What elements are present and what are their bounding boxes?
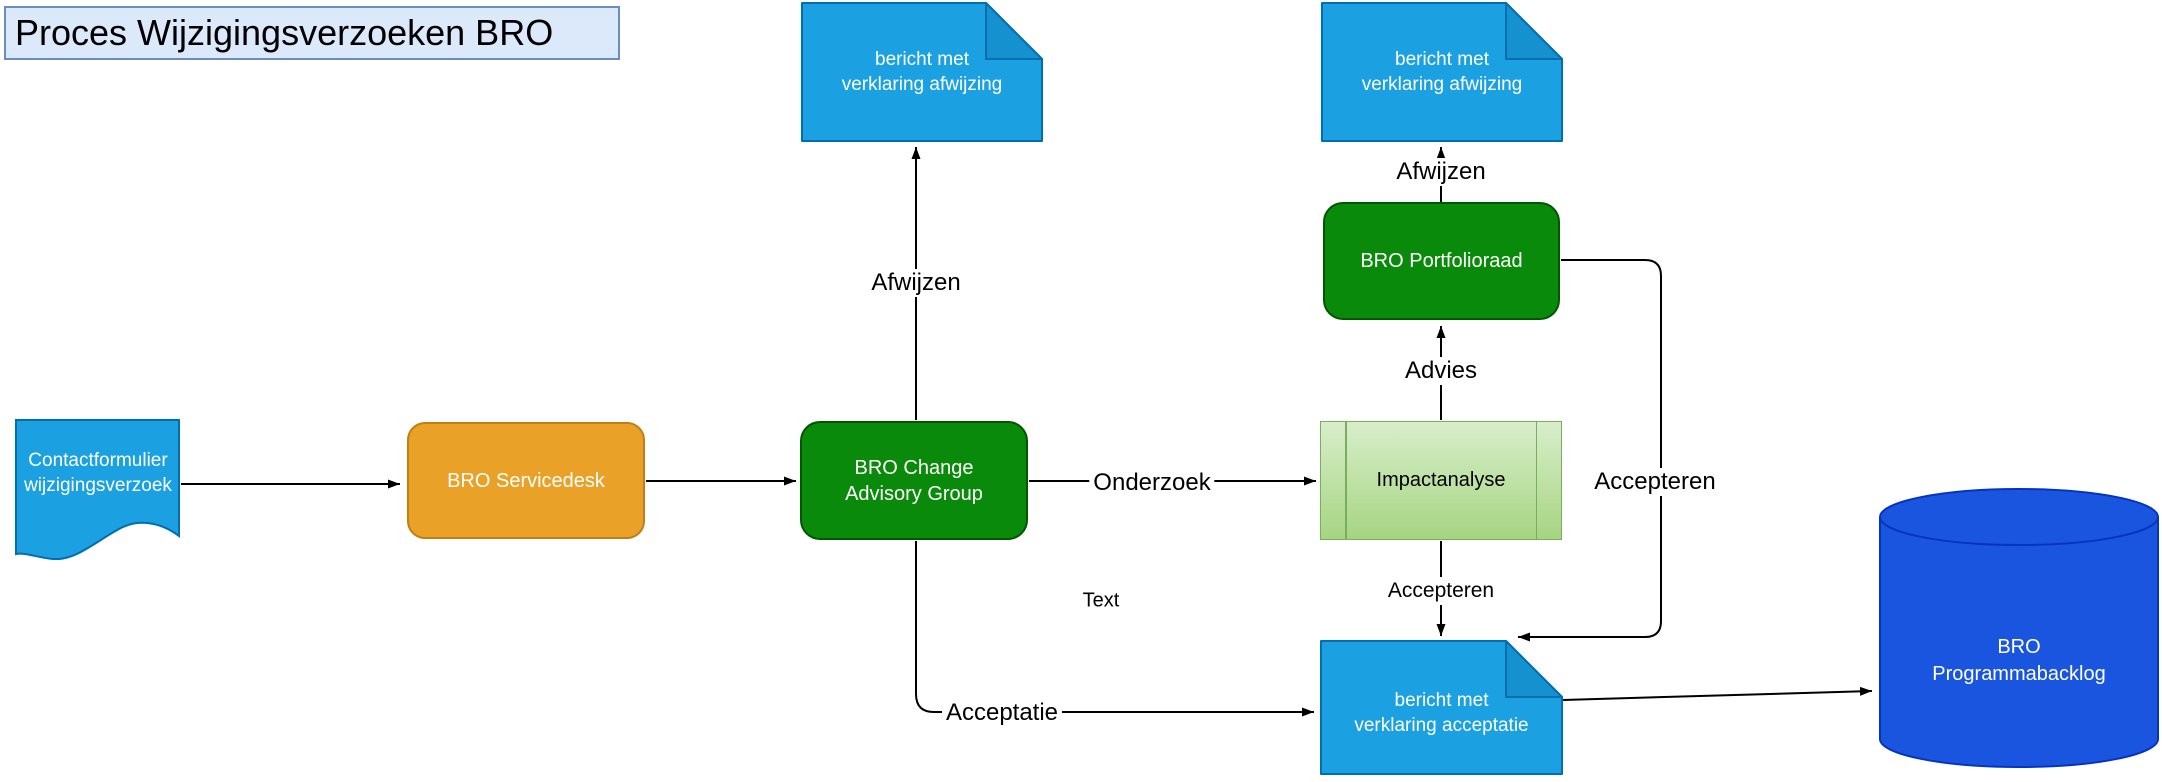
edge-label-accepteren-right: Accepteren bbox=[1590, 468, 1720, 496]
subprocess-bar-right bbox=[1535, 422, 1537, 539]
node-label: wijzigingsverzoek bbox=[24, 474, 172, 496]
node-servicedesk[interactable]: BRO Servicedesk bbox=[407, 422, 645, 539]
node-label: verklaring afwijzing bbox=[1361, 74, 1523, 95]
node-label: bericht met bbox=[875, 49, 969, 70]
node-note-afwijzing-left[interactable]: bericht met verklaring afwijzing bbox=[801, 2, 1043, 142]
node-programmabacklog[interactable]: BRO Programmabacklog bbox=[1878, 487, 2160, 770]
node-label: Advisory Group bbox=[845, 482, 983, 505]
node-portfolioraad[interactable]: BRO Portfolioraad bbox=[1323, 202, 1560, 320]
edge-label-afwijzen-right: Afwijzen bbox=[1392, 158, 1490, 186]
node-note-acceptatie[interactable]: bericht met verklaring acceptatie bbox=[1320, 640, 1563, 775]
node-change-advisory-group[interactable]: BRO Change Advisory Group bbox=[800, 421, 1028, 540]
node-impactanalyse[interactable]: Impactanalyse bbox=[1320, 421, 1562, 540]
diagram-title-text: Proces Wijzigingsverzoeken BRO bbox=[15, 12, 554, 53]
edge-label-accepteren-middle: Accepteren bbox=[1383, 577, 1499, 605]
note-shape bbox=[1321, 2, 1563, 142]
node-label: Contactformulier bbox=[28, 449, 168, 471]
node-label: BRO Portfolioraad bbox=[1360, 250, 1523, 272]
node-label: Impactanalyse bbox=[1376, 469, 1506, 491]
edge-note-programmabacklog bbox=[1562, 686, 1873, 701]
node-contactformulier[interactable]: Contactformulier wijzigingsverzoek bbox=[15, 419, 181, 561]
floating-text-label: Text bbox=[1082, 589, 1120, 612]
node-note-afwijzing-right[interactable]: bericht met verklaring afwijzing bbox=[1321, 2, 1563, 142]
node-label: Programmabacklog bbox=[1932, 662, 2106, 685]
edge-label-advies: Advies bbox=[1400, 357, 1482, 385]
edge-portfolioraad-accepteren-note bbox=[1518, 259, 1662, 642]
document-shape bbox=[15, 419, 180, 561]
subprocess-bar-left bbox=[1345, 422, 1347, 539]
node-label: BRO bbox=[1997, 635, 2041, 658]
cylinder-shape bbox=[1879, 488, 2159, 768]
edge-label-acceptatie: Acceptatie bbox=[941, 699, 1063, 727]
note-shape bbox=[801, 2, 1043, 142]
node-label: BRO Servicedesk bbox=[447, 469, 605, 492]
note-shape bbox=[1320, 640, 1563, 775]
node-label: verklaring afwijzing bbox=[841, 74, 1003, 95]
node-label: bericht met bbox=[1395, 49, 1489, 70]
node-label: verklaring acceptatie bbox=[1354, 714, 1529, 736]
edge-label-afwijzen-left: Afwijzen bbox=[867, 269, 965, 297]
edge-label-onderzoek: Onderzoek bbox=[1089, 469, 1215, 497]
node-label: BRO Change bbox=[854, 456, 974, 479]
diagram-title[interactable]: Proces Wijzigingsverzoeken BRO bbox=[4, 6, 620, 60]
edge-cag-acceptatie-note bbox=[915, 541, 1314, 717]
node-label: bericht met bbox=[1394, 689, 1489, 711]
